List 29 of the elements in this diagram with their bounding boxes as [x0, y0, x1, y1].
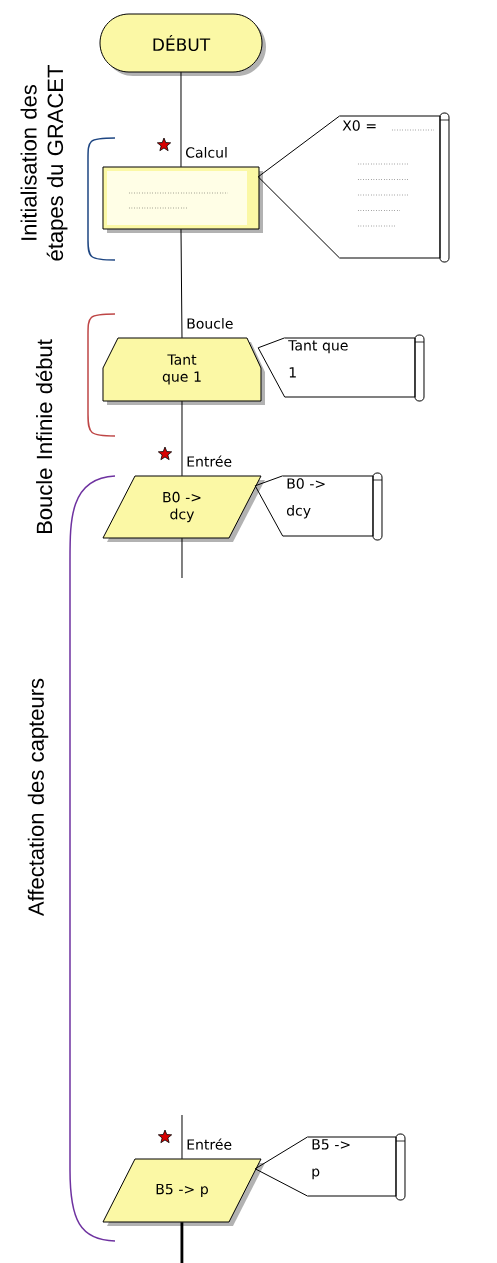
bracket-label: Affectation des capteurs	[27, 678, 49, 916]
flow-line	[181, 400, 183, 477]
bracket-label: Boucle Infinie début	[35, 339, 53, 534]
node-label: Tant que 1	[288, 340, 348, 378]
step-label: Entrée	[187, 1138, 232, 1150]
flow-line	[180, 1222, 184, 1263]
callout-line	[257, 337, 286, 398]
comment-scroll: B0 -> dcy	[282, 472, 383, 541]
input-parallelogram: B5 -> p	[102, 1158, 265, 1226]
step-label: Boucle	[187, 318, 233, 329]
callout-line	[254, 475, 284, 537]
node-label: B5 -> p	[312, 1139, 350, 1180]
flow-line	[181, 537, 183, 579]
comment-scroll: B5 -> p	[307, 1133, 406, 1201]
start-terminal: DÉBUT	[99, 13, 266, 76]
flow-line	[181, 1114, 183, 1160]
flow-line	[180, 71, 182, 168]
step-label: Entrée	[187, 455, 232, 467]
node-label: X0 =	[342, 120, 376, 131]
comment-scroll: X0 =	[339, 112, 450, 263]
callout-line	[254, 1136, 309, 1197]
loop-box: Tant que 1	[102, 337, 265, 405]
flow-line	[180, 228, 183, 339]
step-label: Calcul	[186, 147, 227, 158]
node-label: B0 -> dcy	[286, 478, 325, 519]
comment-scroll: Tant que 1	[284, 334, 425, 402]
input-parallelogram: B0 -> dcy	[102, 475, 265, 542]
bracket-label: Initialisation des étapes du GRACET	[20, 65, 68, 261]
callout-line	[257, 115, 341, 259]
